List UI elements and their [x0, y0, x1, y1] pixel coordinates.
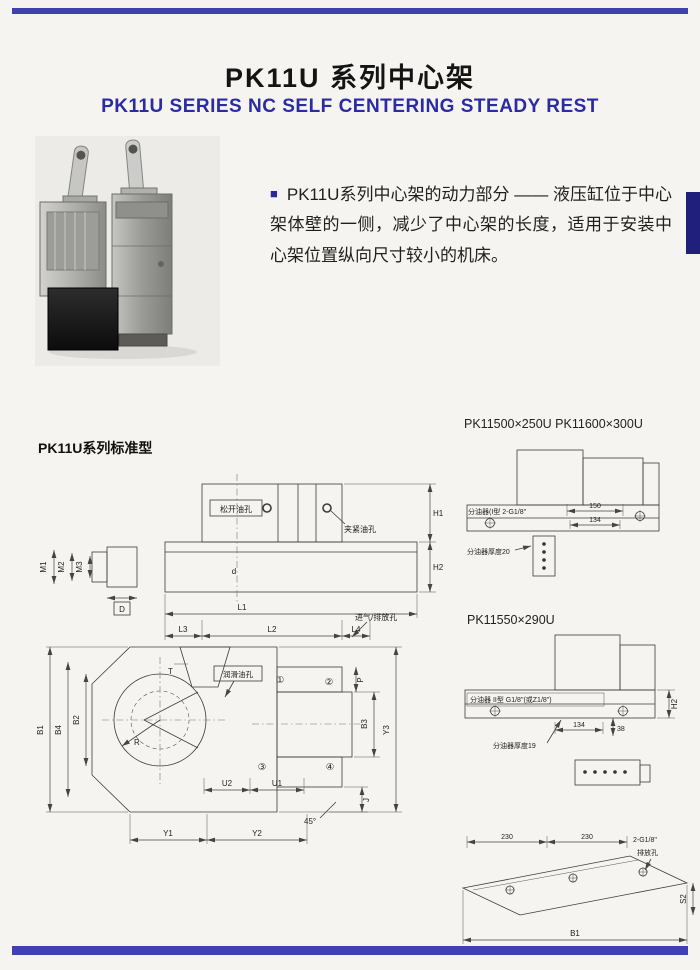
detail-drawing-base-plate: 230 230 2-G1/8" 排放孔 B1 S2 [461, 834, 696, 944]
front-view-dimensions [46, 646, 402, 844]
detail-top-thickness-label: 分油器厚度20 [467, 547, 510, 556]
dim-h2-label: H2 [433, 563, 444, 572]
detail-top-dimensions [566, 504, 624, 529]
page-title: PK11U 系列中心架 [224, 63, 476, 93]
detail-mid-dim-134: 134 [573, 722, 585, 729]
detail-bottom-dim-230-left: 230 [501, 834, 513, 841]
detail-bottom-dimensions [462, 836, 696, 944]
dim-j-label: J [362, 798, 371, 802]
detail-drawing-pk11500-pk11600: 150 134 分油器(I型 2-G1/8" 分油器厚度20 [466, 449, 660, 577]
intro-text: PK11U系列中心架的动力部分 —— 液压缸位于中心架体壁的一侧，减少了中心架的… [270, 185, 672, 265]
hydraulic-block [47, 287, 119, 351]
dim-l2-label: L2 [268, 625, 277, 634]
detail-bottom-drain-label: 排放孔 [637, 848, 658, 857]
dim-r-label: R [134, 738, 140, 747]
page-subtitle: PK11U SERIES NC SELF CENTERING STEADY RE… [101, 96, 599, 117]
port-1-label: ① [276, 675, 285, 686]
detail-mid-dim-38: 38 [617, 726, 625, 733]
steady-rest-bodies [39, 193, 173, 335]
detail-bottom-dim-s2: S2 [679, 894, 688, 904]
dim-d-small-label: d [232, 567, 236, 576]
intro-paragraph: ■PK11U系列中心架的动力部分 —— 液压缸位于中心架体壁的一侧，减少了中心架… [270, 180, 672, 271]
port-4-label: ④ [326, 762, 335, 773]
dim-u2-label: U2 [222, 779, 233, 788]
dim-y1-label: Y1 [163, 829, 173, 838]
top-view-outline [91, 474, 418, 602]
dim-p-label: P [356, 677, 365, 682]
dim-d-big-label: D [119, 605, 125, 614]
clamp-port-label: 夹紧油孔 [344, 524, 376, 534]
dim-m1-label: M1 [39, 561, 48, 573]
release-port-label: 松开油孔 [220, 504, 252, 514]
detail-drawing-pk11550: 分油器 II型 G1/8"(或Z1/8") 134 38 分油器厚度19 H2 [464, 634, 679, 786]
dim-y3-label: Y3 [382, 725, 391, 735]
standard-type-technical-drawing: 松开油孔 夹紧油孔 d H1 H2 M1 M2 M3 D L1 L3 L2 L4… [36, 474, 444, 844]
detail-bottom-thread-label: 2-G1/8" [633, 837, 657, 844]
detail-bottom-dim-230-right: 230 [581, 834, 593, 841]
port-2-label: ② [325, 677, 334, 688]
top-divider [12, 8, 688, 14]
detail-top-dim-134: 134 [589, 517, 601, 524]
dim-l1-label: L1 [238, 603, 247, 612]
vent-port-label: 进气/排放孔 [355, 612, 397, 622]
detail-top-dim-150: 150 [589, 503, 601, 510]
port-3-label: ③ [258, 762, 267, 773]
dim-l4-label: L4 [352, 625, 361, 634]
dim-u1-label: U1 [272, 779, 283, 788]
dim-h1-label: H1 [433, 509, 444, 518]
square-bullet-icon: ■ [270, 186, 278, 201]
dim-l3-label: L3 [179, 625, 188, 634]
detail-mid-dim-h2: H2 [670, 698, 679, 709]
detail-mid-outline [464, 634, 656, 786]
dim-b4-label: B4 [54, 725, 63, 735]
dim-b2-label: B2 [72, 715, 81, 725]
detail-mid-thickness-label: 分油器厚度19 [493, 741, 536, 750]
detail-mid-dimensions [554, 689, 675, 736]
bottom-divider [12, 946, 688, 955]
detail-top-outline [466, 449, 660, 577]
front-view-outline [91, 646, 362, 819]
section-label-standard-type: PK11U系列标准型 [38, 440, 153, 456]
dim-b1-label: B1 [36, 725, 45, 735]
product-photo [35, 136, 220, 366]
dim-m3-label: M3 [75, 561, 84, 573]
detail-mid-distributor-label: 分油器 II型 G1/8"(或Z1/8") [470, 695, 552, 704]
detail-bottom-outline [461, 855, 689, 916]
model-label-mid-right: PK11550×290U [467, 613, 555, 627]
models-label-top-right: PK11500×250U PK11600×300U [464, 417, 643, 431]
dim-t-label: T [168, 667, 173, 676]
dim-y2-label: Y2 [252, 829, 262, 838]
dim-m2-label: M2 [57, 561, 66, 573]
detail-bottom-dim-b1: B1 [570, 929, 580, 938]
side-accent-bar [686, 192, 700, 254]
lube-port-label: 润滑油孔 [223, 669, 253, 679]
clamp-oil-hole-icon [322, 503, 332, 513]
photo-base [118, 333, 168, 347]
chamfer-angle-label: 45° [304, 817, 316, 826]
detail-top-distributor-label: 分油器(I型 2-G1/8" [468, 507, 527, 516]
top-view-dimensions [51, 483, 436, 640]
release-oil-hole-icon [262, 503, 272, 513]
dim-b3-label: B3 [360, 719, 369, 729]
